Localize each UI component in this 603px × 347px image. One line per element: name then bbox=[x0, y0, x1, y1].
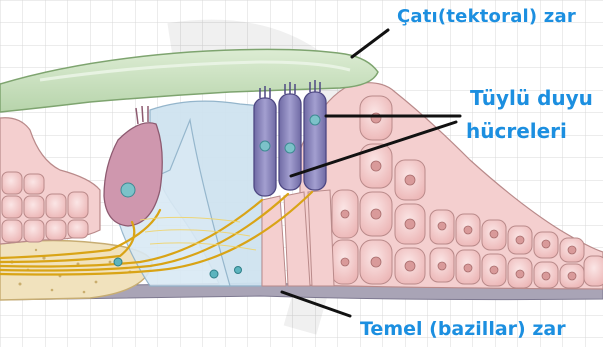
label-basilar-membrane: Temel (bazillar) zar bbox=[360, 320, 566, 339]
label-hair-cells-line1: Tüylü duyu bbox=[470, 88, 593, 108]
inner-hair-cell-nucleus bbox=[121, 183, 135, 197]
label-tectorial-membrane: Çatı(tektoral) zar bbox=[397, 8, 576, 26]
label-hair-cells-line2: hücreleri bbox=[466, 121, 567, 141]
